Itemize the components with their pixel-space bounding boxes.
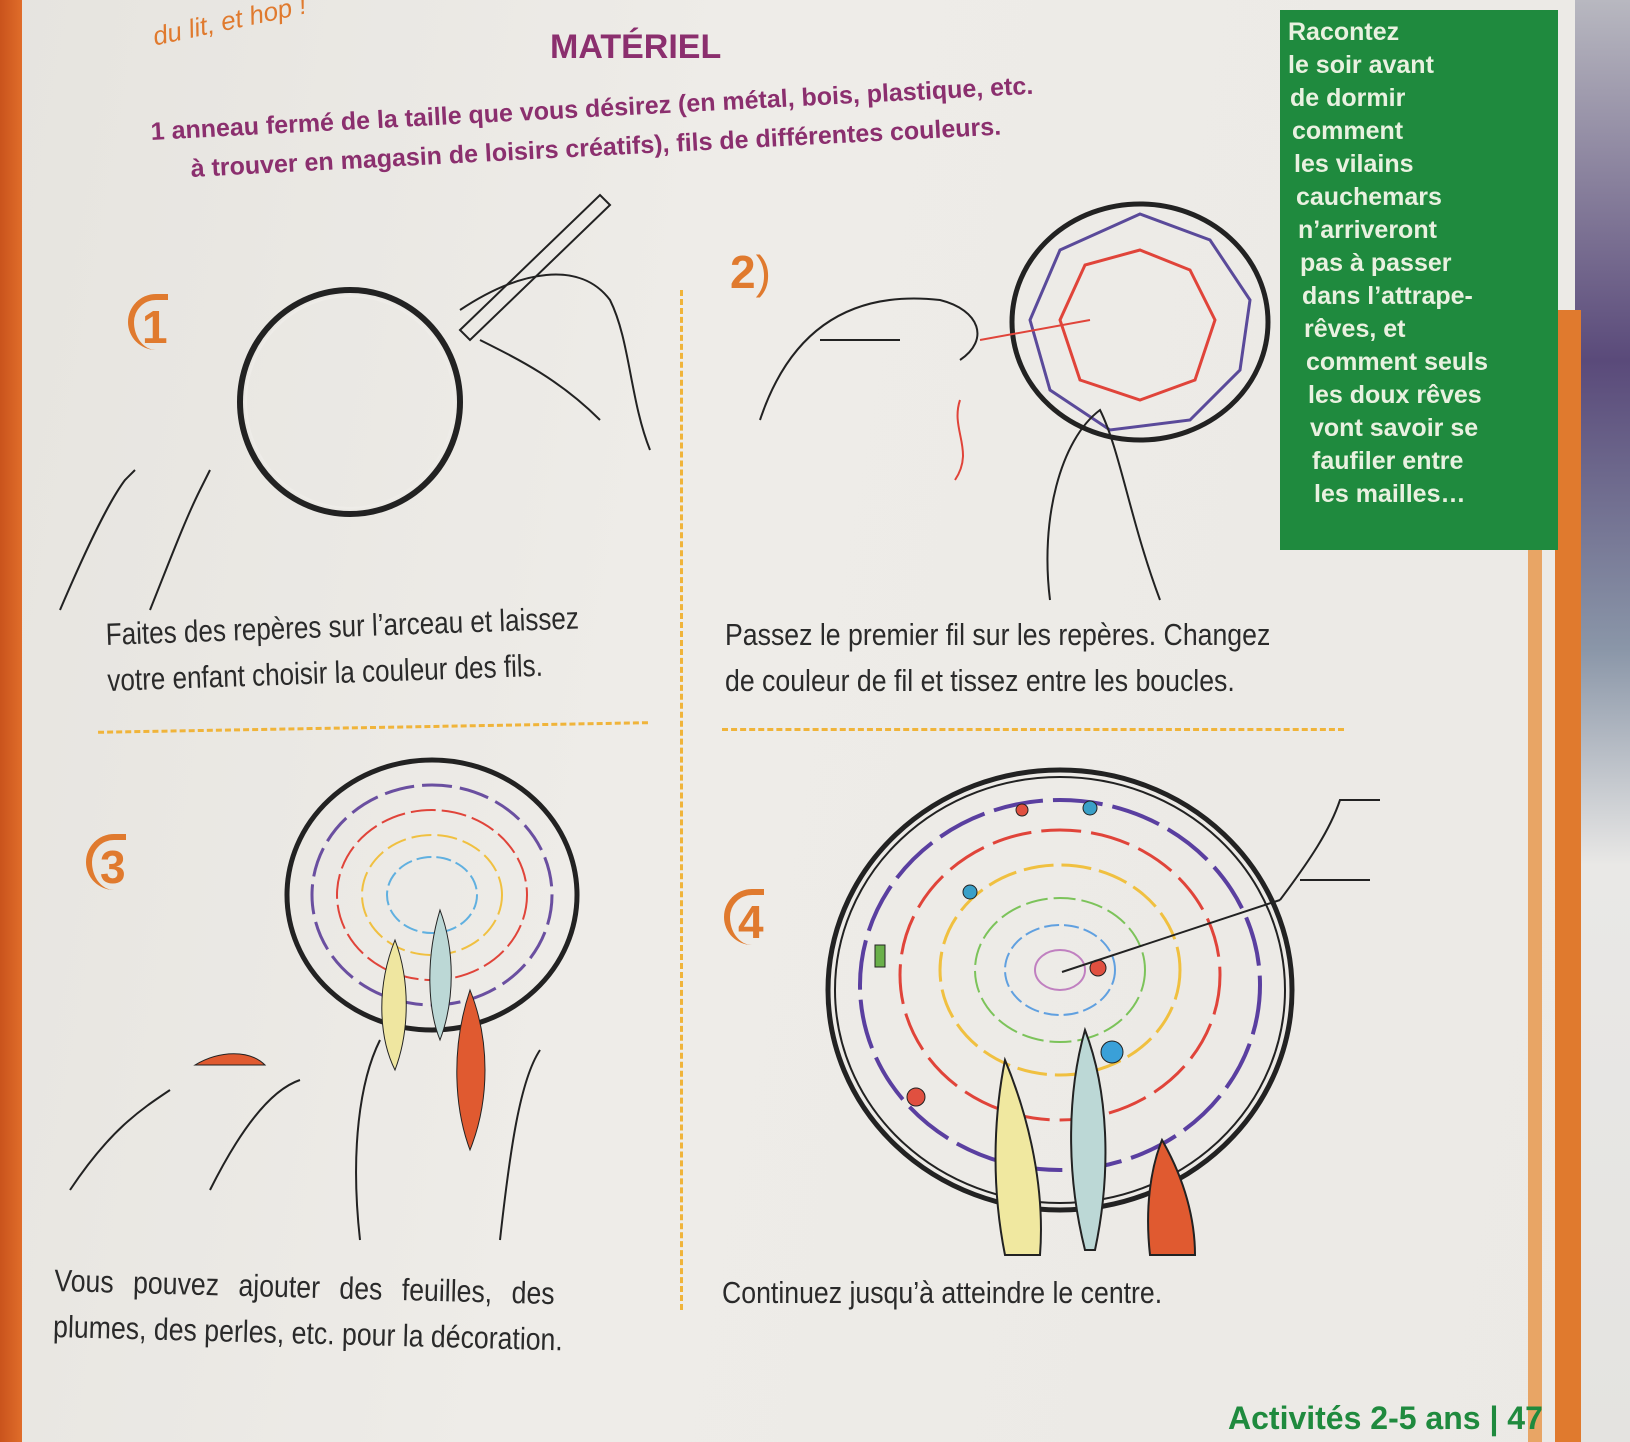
step-3-illustration <box>69 757 580 1241</box>
hoop-inner <box>834 776 1286 1204</box>
yellow-thread <box>938 863 1182 1077</box>
tip-line: comment <box>1292 117 1404 145</box>
tip-line: les vilains <box>1294 150 1414 178</box>
page-number: 47 <box>1507 1400 1543 1436</box>
step-3-caption: Vous pouvez ajouter des feuilles, des pl… <box>52 1262 564 1358</box>
bead <box>962 884 978 900</box>
orange-page-strip <box>1528 500 1542 1442</box>
pencil-icon <box>458 193 612 342</box>
bead <box>874 944 886 968</box>
child-hands-drawing <box>59 469 211 611</box>
tip-line: de dormir <box>1290 84 1406 112</box>
step-4-illustration <box>825 767 1380 1256</box>
page-footer: Activités 2-5 ans | 47 <box>1228 1400 1543 1437</box>
materiel-title: MATÉRIEL <box>550 28 722 66</box>
footer-separator: | <box>1489 1400 1499 1436</box>
step-4-number: 4 <box>724 889 764 949</box>
tip-line: Racontez <box>1288 18 1400 46</box>
step-3-number: 3 <box>86 834 126 894</box>
step-2-illustration <box>759 201 1271 601</box>
hands-drawing <box>759 297 1161 601</box>
hoop <box>1009 201 1271 443</box>
bead <box>1015 803 1029 817</box>
tip-line: le soir avant <box>1288 51 1434 79</box>
step-2-caption: Passez le premier fil sur les repères. C… <box>725 617 1271 698</box>
step-arc-icon <box>86 834 126 890</box>
red-feather <box>1147 1137 1197 1256</box>
step-arc-icon <box>128 294 168 350</box>
tip-line: les mailles… <box>1314 480 1466 508</box>
hoop-inner <box>245 295 455 509</box>
yellow-thread <box>361 834 503 956</box>
blue-thread <box>386 856 478 934</box>
green-thread <box>974 897 1146 1043</box>
purple-thread <box>858 798 1262 1172</box>
tip-line: les doux rêves <box>1308 381 1482 409</box>
step-4-caption: Continuez jusqu’à atteindre le centre. <box>722 1275 1163 1310</box>
blue-feather <box>429 908 452 1042</box>
hands-drawing <box>69 1039 541 1241</box>
hand-drawing <box>1279 799 1380 901</box>
yellow-feather <box>994 1056 1042 1256</box>
hand-drawing <box>459 273 651 451</box>
step-1-illustration <box>59 193 651 611</box>
section-name: Activités 2-5 ans <box>1228 1400 1481 1436</box>
tip-line: pas à passer <box>1300 249 1452 277</box>
orange-page-edge <box>0 0 22 1442</box>
step-arc-icon <box>724 889 764 945</box>
horizontal-divider-right <box>722 728 1344 731</box>
orange-next-page-strip <box>1555 310 1581 1442</box>
bead <box>1100 1040 1124 1064</box>
hoop <box>825 767 1295 1213</box>
blue-thread <box>1004 924 1116 1016</box>
hoop <box>284 757 580 1033</box>
background-behind-book <box>1575 0 1630 1442</box>
bead <box>906 1087 926 1107</box>
red-thread <box>1058 248 1217 402</box>
red-feather <box>456 988 486 1152</box>
tip-line: vont savoir se <box>1310 414 1479 442</box>
step-1-caption: Faites des repères sur l’arceau et laiss… <box>105 600 580 698</box>
purple-thread <box>1028 212 1252 432</box>
red-leaf <box>193 1053 267 1066</box>
tip-line: comment seuls <box>1306 348 1489 376</box>
red-thread <box>898 828 1222 1122</box>
tip-line: n’arriveront <box>1298 216 1437 244</box>
tip-line: cauchemars <box>1296 183 1442 211</box>
hanging-thread <box>1061 899 1281 973</box>
tip-line: rêves, et <box>1304 315 1406 343</box>
tip-line: faufiler entre <box>1312 447 1464 475</box>
pink-thread <box>1034 949 1086 991</box>
blue-feather <box>1070 1026 1107 1251</box>
loose-thread <box>954 319 1091 481</box>
hoop <box>237 287 463 517</box>
step-1-number: 1 <box>128 294 168 354</box>
vertical-divider <box>680 290 683 1310</box>
story-tip-box: Racontez le soir avant de dormir comment… <box>1280 10 1558 550</box>
yellow-feather <box>381 938 407 1072</box>
tip-line: dans l’attrape- <box>1302 282 1473 310</box>
step-2-number: 2) <box>730 246 771 298</box>
bead <box>1082 800 1098 816</box>
